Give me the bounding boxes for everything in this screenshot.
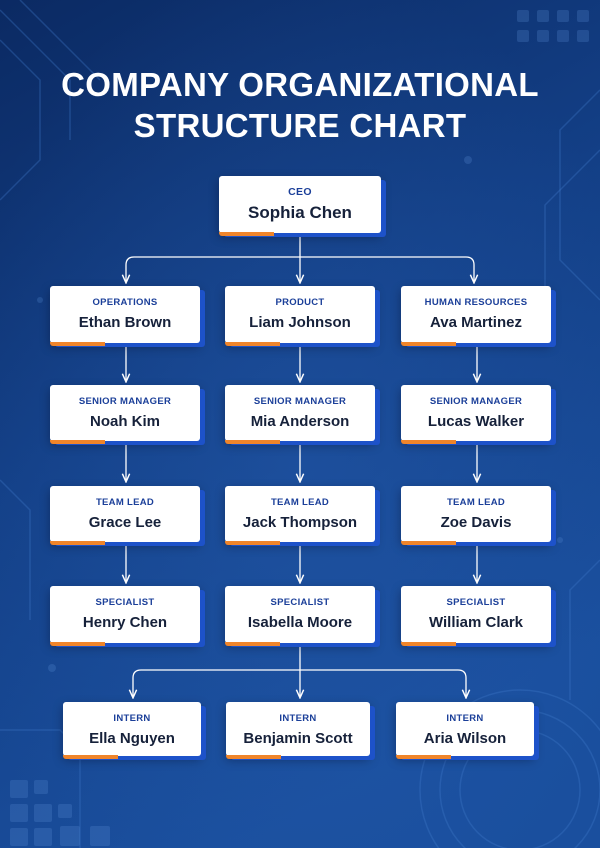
accent-bar (63, 755, 118, 759)
node-name: Ava Martinez (430, 314, 522, 331)
node-name: Sophia Chen (248, 203, 352, 222)
accent-bar (401, 541, 456, 545)
accent-bar (401, 642, 456, 646)
node-name: William Clark (428, 614, 524, 631)
node-operations-head[interactable]: OPERATIONS Ethan Brown (50, 286, 200, 346)
node-role: INTERN (279, 713, 317, 724)
node-name: Benjamin Scott (243, 730, 353, 747)
accent-bar (225, 642, 280, 646)
node-product-senior-manager[interactable]: SENIOR MANAGER Mia Anderson (225, 385, 375, 444)
node-hr-specialist[interactable]: SPECIALIST William Clark (401, 586, 551, 646)
node-product-team-lead[interactable]: TEAM LEAD Jack Thompson (225, 486, 375, 545)
node-role: TEAM LEAD (446, 497, 506, 508)
title-line-2: STRUCTURE CHART (133, 107, 467, 144)
node-role: INTERN (446, 713, 484, 724)
node-operations-specialist[interactable]: SPECIALIST Henry Chen (50, 586, 200, 646)
accent-bar (50, 541, 105, 545)
node-role: INTERN (113, 713, 151, 724)
node-product-specialist[interactable]: SPECIALIST Isabella Moore (225, 586, 375, 646)
accent-bar (225, 342, 280, 346)
accent-bar (401, 440, 456, 444)
node-name: Henry Chen (82, 614, 168, 631)
node-name: Mia Anderson (250, 413, 350, 430)
page-title: COMPANY ORGANIZATIONAL STRUCTURE CHART (0, 64, 600, 146)
node-role: TEAM LEAD (270, 497, 330, 508)
accent-bar (401, 342, 456, 346)
node-hr-team-lead[interactable]: TEAM LEAD Zoe Davis (401, 486, 551, 545)
node-name: Zoe Davis (440, 514, 512, 531)
node-role: TEAM LEAD (95, 497, 155, 508)
node-hr-head[interactable]: HUMAN RESOURCES Ava Martinez (401, 286, 551, 346)
accent-bar (50, 342, 105, 346)
node-name: Liam Johnson (249, 314, 351, 331)
node-role: SPECIALIST (446, 597, 506, 608)
accent-bar (50, 440, 105, 444)
node-role: OPERATIONS (92, 297, 158, 308)
node-name: Lucas Walker (427, 413, 525, 430)
title-line-1: COMPANY ORGANIZATIONAL (61, 66, 539, 103)
node-role: SENIOR MANAGER (78, 396, 172, 407)
node-role: SPECIALIST (95, 597, 155, 608)
node-name: Aria Wilson (423, 730, 507, 747)
node-name: Ella Nguyen (89, 730, 175, 747)
node-intern-1[interactable]: INTERN Ella Nguyen (63, 702, 201, 759)
node-role: SPECIALIST (270, 597, 330, 608)
node-operations-team-lead[interactable]: TEAM LEAD Grace Lee (50, 486, 200, 545)
node-role: PRODUCT (275, 297, 325, 308)
node-name: Noah Kim (89, 413, 160, 430)
accent-bar (396, 755, 451, 759)
node-role: SENIOR MANAGER (253, 396, 347, 407)
node-product-head[interactable]: PRODUCT Liam Johnson (225, 286, 375, 346)
node-intern-2[interactable]: INTERN Benjamin Scott (226, 702, 370, 759)
accent-bar (50, 642, 105, 646)
node-intern-3[interactable]: INTERN Aria Wilson (396, 702, 534, 759)
node-name: Jack Thompson (242, 514, 358, 531)
node-name: Ethan Brown (78, 314, 172, 331)
accent-bar (225, 440, 280, 444)
node-role: HUMAN RESOURCES (424, 297, 528, 308)
node-role: CEO (288, 186, 312, 198)
accent-bar (219, 232, 274, 236)
node-name: Grace Lee (88, 514, 162, 531)
accent-bar (226, 755, 281, 759)
node-role: SENIOR MANAGER (429, 396, 523, 407)
node-ceo[interactable]: CEO Sophia Chen (219, 176, 381, 236)
node-operations-senior-manager[interactable]: SENIOR MANAGER Noah Kim (50, 385, 200, 444)
node-name: Isabella Moore (247, 614, 353, 631)
accent-bar (225, 541, 280, 545)
node-hr-senior-manager[interactable]: SENIOR MANAGER Lucas Walker (401, 385, 551, 444)
